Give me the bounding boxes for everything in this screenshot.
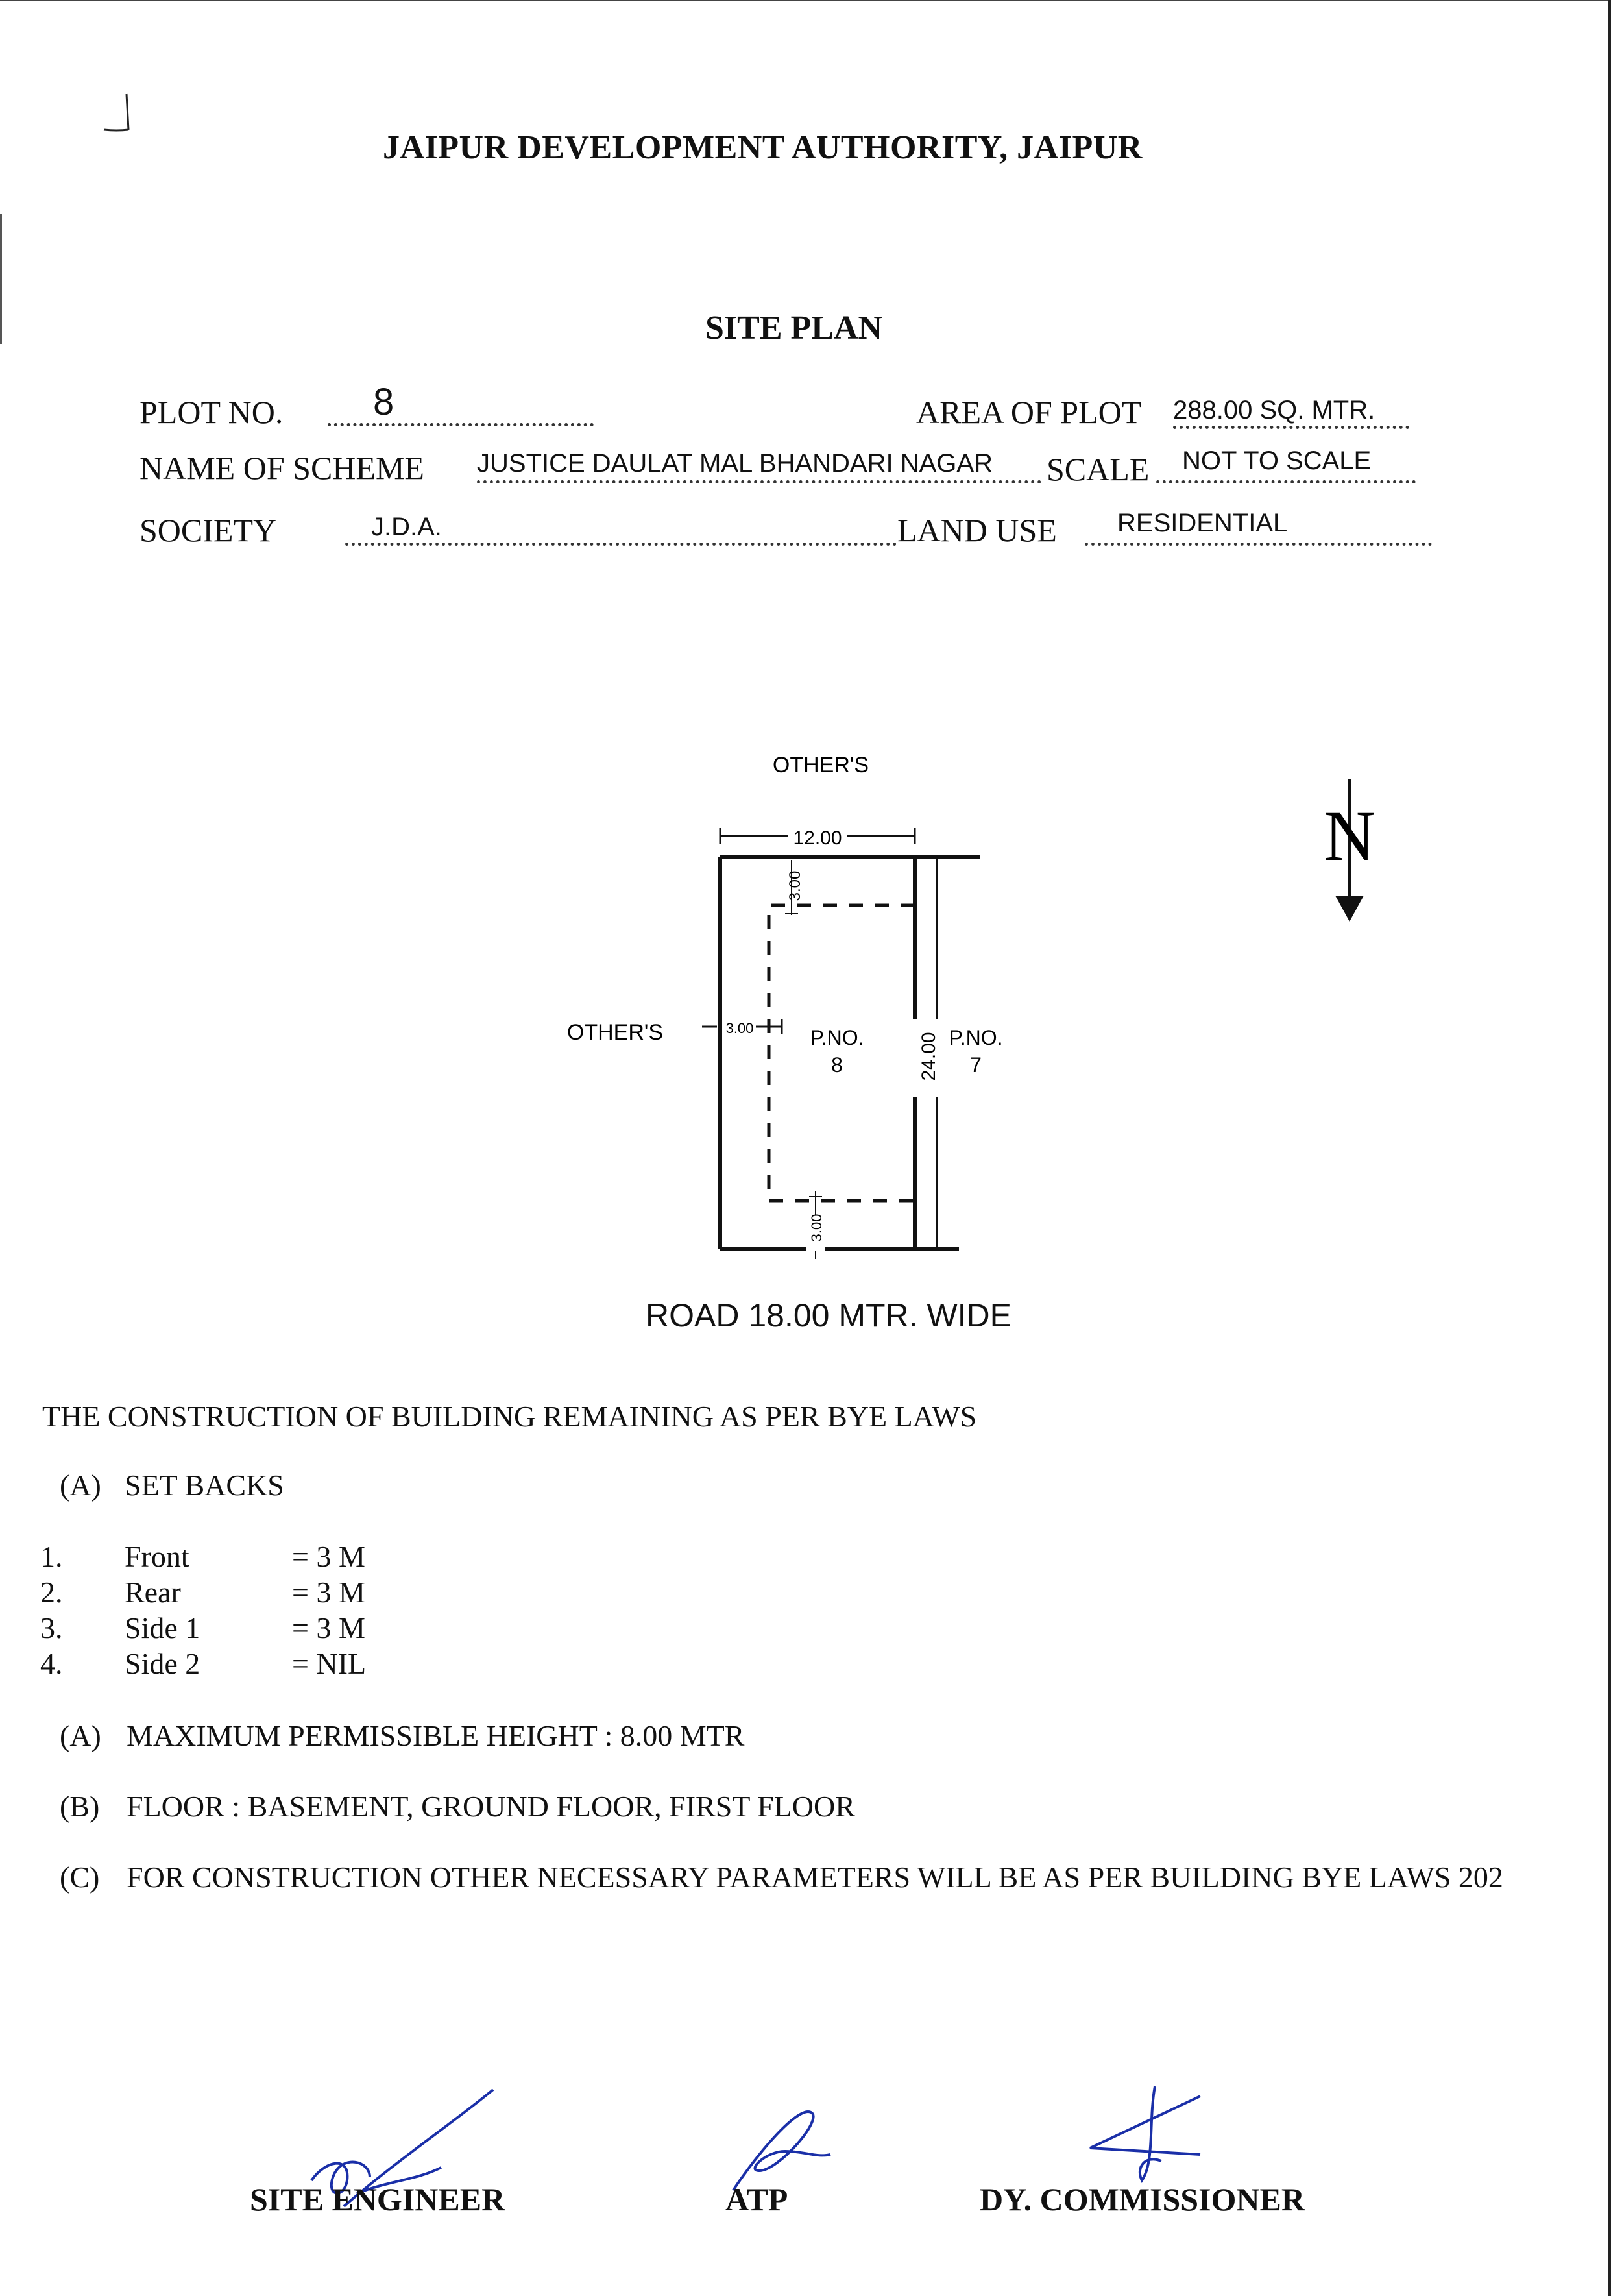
top-setback-label: 3.00 [786, 871, 804, 901]
side-setback-label: 3.00 [726, 1020, 754, 1036]
corner-mark [103, 93, 130, 132]
setback-value: = 3 M [292, 1576, 365, 1609]
scale-value: NOT TO SCALE [1182, 446, 1372, 475]
right-plot-line2: 7 [970, 1053, 982, 1077]
setback-name: Side 2 [125, 1647, 200, 1680]
top-neighbour-label: OTHER'S [773, 753, 869, 777]
scale-dots [1156, 480, 1416, 483]
site-engineer-label: SITE ENGINEER [250, 2181, 505, 2217]
plot-label-line1: P.NO. [810, 1026, 864, 1049]
setback-num: 4. [40, 1647, 63, 1680]
society-value: J.D.A. [371, 513, 442, 541]
bottom-setback-label: 3.00 [808, 1214, 825, 1242]
site-engineer-signature [310, 2088, 494, 2208]
plot-label-line2: 8 [831, 1053, 843, 1077]
area-value: 288.00 SQ. MTR. [1173, 396, 1375, 424]
condition-text: FLOOR : BASEMENT, GROUND FLOOR, FIRST FL… [127, 1790, 855, 1823]
page-title: JAIPUR DEVELOPMENT AUTHORITY, JAIPUR [383, 129, 1143, 166]
north-arrow-icon: N [1324, 779, 1375, 922]
plot-no-label: PLOT NO. [139, 394, 284, 430]
width-dimension: 12.00 [719, 824, 916, 849]
society-dots [345, 543, 897, 546]
page-right-edge [1608, 0, 1611, 2296]
area-dots [1173, 426, 1409, 429]
dy-commissioner-label: DY. COMMISSIONER [980, 2181, 1305, 2217]
setback-num: 1. [40, 1540, 63, 1573]
condition-marker: (C) [60, 1861, 100, 1894]
atp-signature [732, 2110, 831, 2192]
atp-label: ATP [725, 2181, 788, 2217]
condition-marker: (A) [60, 1719, 101, 1752]
setbacks-marker: (A) [60, 1469, 101, 1502]
page-top-edge [0, 0, 1611, 1]
setback-value: = 3 M [292, 1540, 365, 1573]
setback-value: = NIL [292, 1647, 367, 1680]
right-plot-line1: P.NO. [949, 1026, 1003, 1049]
depth-dim-label: 24.00 [918, 1032, 939, 1081]
setback-num: 2. [40, 1576, 63, 1609]
setbacks-heading: SET BACKS [125, 1469, 284, 1502]
plot-no-dots [328, 423, 594, 426]
north-label: N [1324, 796, 1375, 875]
page-subtitle: SITE PLAN [705, 310, 883, 347]
condition-text: FOR CONSTRUCTION OTHER NECESSARY PARAMET… [127, 1861, 1503, 1894]
width-dim-label: 12.00 [793, 827, 842, 849]
site-plan-drawing: OTHER'S 12.00 3.00 3.00 OTHER'S P.NO. 8 … [567, 753, 1003, 1259]
dy-commissioner-signature [1089, 2086, 1201, 2183]
condition-marker: (B) [60, 1790, 100, 1823]
scheme-value: JUSTICE DAULAT MAL BHANDARI NAGAR [477, 449, 993, 478]
condition-text: MAXIMUM PERMISSIBLE HEIGHT : 8.00 MTR [127, 1719, 745, 1752]
scale-label: SCALE [1047, 451, 1150, 487]
scheme-dots [477, 480, 1041, 483]
setback-name: Front [125, 1540, 189, 1573]
land-use-label: LAND USE [897, 512, 1057, 548]
setback-num: 3. [40, 1611, 63, 1644]
page-left-edge [0, 214, 2, 344]
setback-line [767, 903, 915, 1203]
area-label: AREA OF PLOT [916, 394, 1142, 430]
setback-name: Side 1 [125, 1611, 200, 1644]
land-use-dots [1085, 543, 1432, 546]
plot-no-value: 8 [373, 381, 394, 423]
setback-name: Rear [125, 1576, 181, 1609]
land-use-value: RESIDENTIAL [1117, 509, 1288, 537]
scheme-label: NAME OF SCHEME [139, 450, 424, 486]
road-label: ROAD 18.00 MTR. WIDE [646, 1297, 1011, 1334]
conditions-intro: THE CONSTRUCTION OF BUILDING REMAINING A… [42, 1400, 977, 1433]
setback-value: = 3 M [292, 1611, 365, 1644]
left-neighbour-label: OTHER'S [567, 1020, 663, 1045]
society-label: SOCIETY [139, 512, 277, 548]
